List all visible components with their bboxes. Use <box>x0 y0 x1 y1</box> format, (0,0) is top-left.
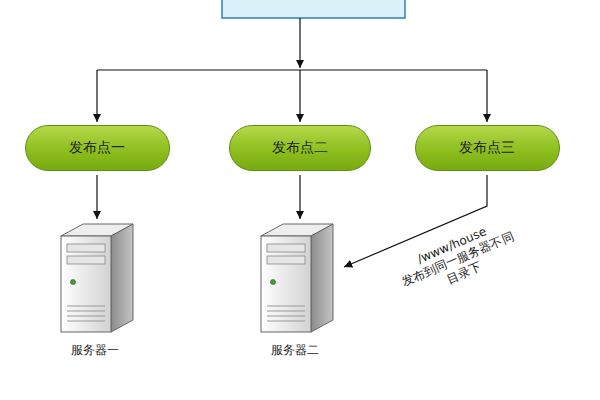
node-label: 发布点二 <box>272 139 328 157</box>
edge-label: /www/house 发布到同一服务器不同 目录下 <box>388 213 527 306</box>
edge-arrow <box>96 175 97 219</box>
top-box <box>222 0 405 18</box>
server-node: 服务器二 <box>250 222 340 359</box>
node-label: 发布点三 <box>459 139 515 157</box>
branch-line <box>96 70 97 122</box>
server-label: 服务器一 <box>71 342 119 359</box>
server-icon <box>55 222 135 334</box>
trunk-line <box>299 18 300 68</box>
server-label: 服务器二 <box>271 342 319 359</box>
publish-point: 发布点二 <box>229 125 371 171</box>
publish-point: 发布点一 <box>25 125 170 171</box>
branch-line <box>299 70 300 122</box>
branch-line <box>97 69 487 70</box>
node-label: 发布点一 <box>69 139 125 157</box>
server-node: 服务器一 <box>50 222 140 359</box>
branch-line <box>486 70 487 122</box>
edge-arrow <box>299 175 300 219</box>
publish-point: 发布点三 <box>415 125 560 171</box>
server-icon <box>255 222 335 334</box>
